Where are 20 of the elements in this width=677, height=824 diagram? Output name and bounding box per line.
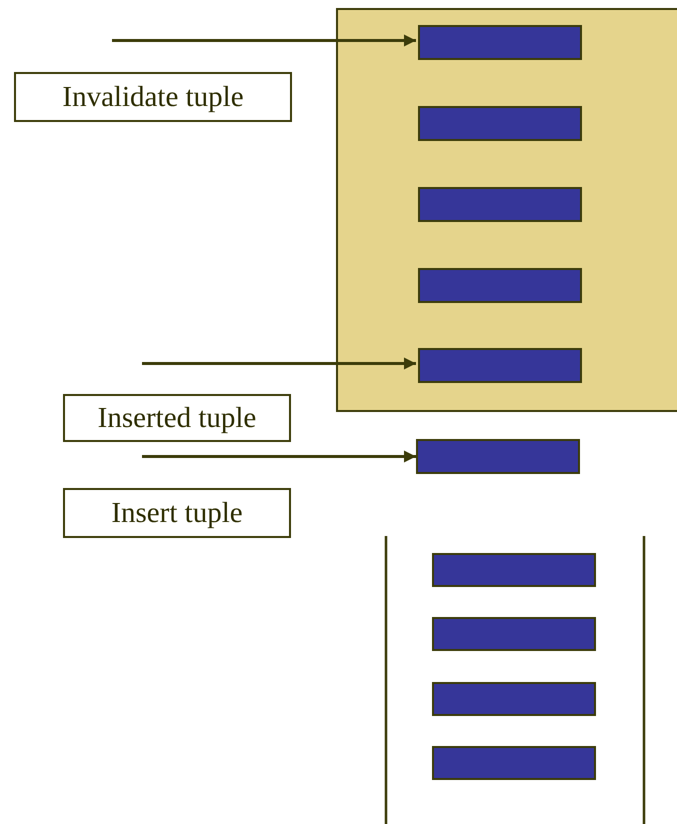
- tuple-bar: [418, 187, 582, 222]
- label-text: Insert tuple: [111, 496, 243, 530]
- tuple-bar: [418, 106, 582, 141]
- arrow: [142, 450, 416, 462]
- label-box: [14, 72, 292, 122]
- tuple-bar: [416, 439, 580, 474]
- table-region: [336, 8, 677, 412]
- tuple-bar: [418, 348, 582, 383]
- tuple-bar: [432, 617, 596, 651]
- tuple-bar: [418, 268, 582, 303]
- tuple-bar: [432, 553, 596, 587]
- label-text: Inserted tuple: [98, 402, 256, 434]
- label-box: [63, 394, 291, 442]
- arrow: [112, 34, 416, 46]
- tuple-bar: [432, 746, 596, 780]
- label-text: Invalidate tuple: [62, 80, 244, 114]
- tuple-bar: [418, 25, 582, 60]
- label-box: [63, 488, 291, 538]
- tuple-bar: [432, 682, 596, 716]
- arrow: [142, 358, 416, 370]
